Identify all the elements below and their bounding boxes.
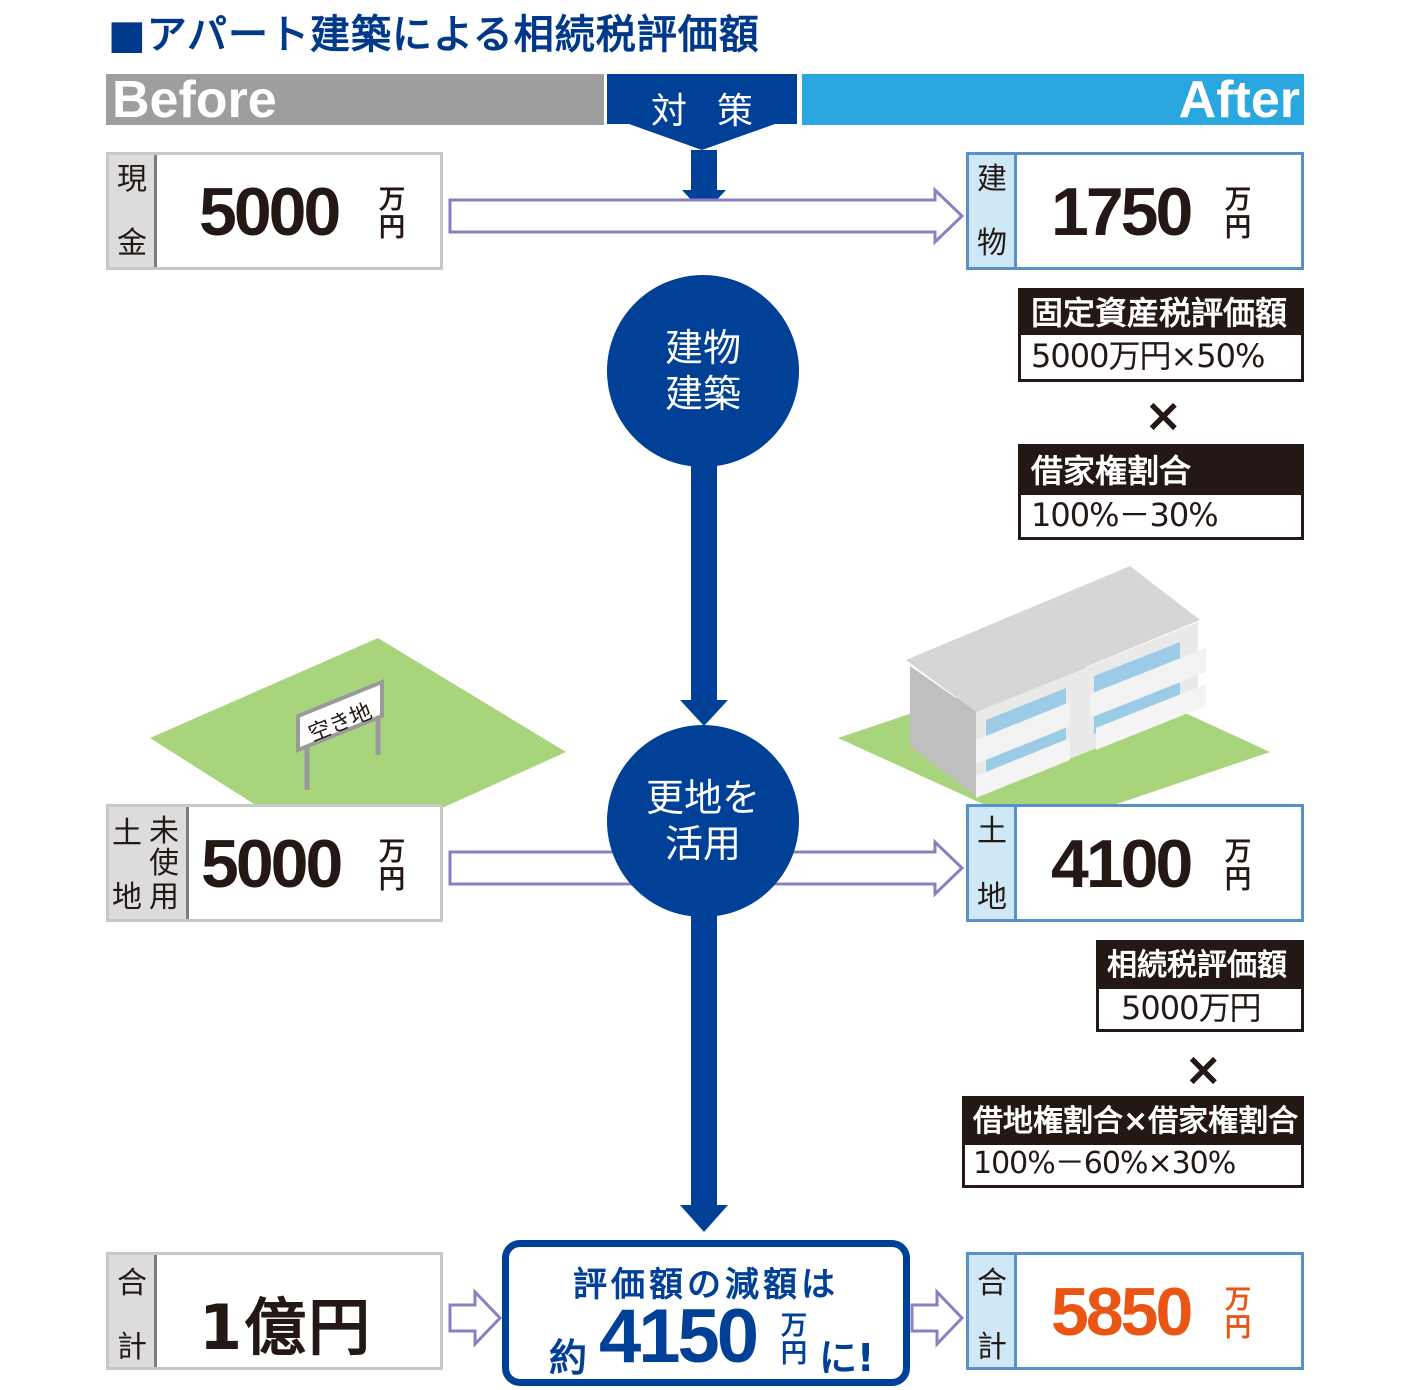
label-char: 土 (977, 814, 1007, 849)
unit-en: 円 (1225, 1313, 1252, 1343)
unit-man: 万 (379, 185, 406, 215)
after-building-label: 建 物 (969, 155, 1017, 267)
formula-header: 相続税評価額 (1099, 943, 1301, 989)
page-title: ■アパート建築による相続税評価額 (108, 12, 760, 58)
unit-en: 円 (379, 213, 406, 243)
label-char: 計 (977, 1330, 1007, 1365)
formula-value: 100%－60%×30% (973, 1146, 1236, 1181)
label-char: 未 (149, 814, 179, 849)
building-formula-2: 借家権割合 100%－30% (1018, 444, 1304, 540)
before-cash-amount: 5000 (199, 174, 341, 250)
formula-value: 5000万円 (1121, 989, 1261, 1027)
land-formula-2: 借地権割合×借家権割合 100%－60%×30% (962, 1096, 1304, 1188)
unit-man: 万 (1225, 837, 1252, 867)
unit-man: 万 (781, 1311, 808, 1341)
main-flow-arrows (680, 150, 728, 1232)
after-total-label: 合 計 (969, 1255, 1017, 1367)
label-char: 現 (117, 162, 147, 197)
label-char: 計 (117, 1330, 147, 1365)
vacant-land-step-circle: 更地を 活用 (607, 725, 799, 917)
before-cash-label: 現 金 (109, 155, 157, 267)
multiply-sign: × (1184, 1042, 1223, 1096)
result-prefix: 約 (549, 1336, 588, 1380)
apartment-building-illustration (906, 566, 1206, 798)
result-amount: 4150 (599, 1294, 759, 1379)
unit-en: 円 (1225, 213, 1252, 243)
build-step-circle: 建物 建築 (607, 275, 799, 467)
transfer-arrows (448, 186, 965, 1348)
after-building-amount: 1750 (1051, 174, 1193, 250)
before-label: Before (112, 71, 277, 129)
before-land-amount: 5000 (201, 826, 343, 902)
before-total-label: 合 計 (109, 1255, 157, 1367)
after-total-amount: 5850 (1051, 1274, 1193, 1350)
label-char: 用 (149, 880, 179, 915)
after-total-box: 合 計 5850 万 円 (966, 1252, 1304, 1370)
label-char: 使 (149, 846, 179, 881)
vacant-step-line2: 活用 (664, 822, 741, 866)
formula-header: 借家権割合 (1021, 447, 1301, 495)
build-step-line2: 建築 (664, 372, 741, 416)
multiply-sign: × (1144, 388, 1183, 442)
countermeasure-tab: 対策 (607, 74, 797, 152)
label-char: 地 (977, 880, 1007, 915)
after-land-label: 土 地 (969, 807, 1017, 919)
unit-en: 円 (781, 1339, 808, 1369)
countermeasure-label: 対策 (650, 91, 783, 132)
after-building-box: 建 物 1750 万 円 (966, 152, 1304, 270)
label-char: 地 (112, 880, 142, 915)
label-char: 土 (112, 816, 142, 851)
before-total-box: 合 計 1億円 (106, 1252, 443, 1370)
formula-header: 固定資産税評価額 (1021, 291, 1301, 335)
unit-en: 円 (1225, 865, 1252, 895)
before-land-box: 土 地 未 使 用 5000 万 円 (106, 804, 443, 922)
reduction-result-box: 評価額の減額は 約 4150 万 円 に! (502, 1240, 910, 1386)
build-step-line1: 建物 (664, 326, 741, 370)
label-char: 金 (117, 226, 147, 261)
unit-man: 万 (1225, 185, 1252, 215)
formula-header: 借地権割合×借家権割合 (965, 1099, 1301, 1145)
unit-man: 万 (379, 837, 406, 867)
label-char: 建 (977, 162, 1007, 197)
formula-value: 100%－30% (1031, 496, 1219, 534)
building-formula-1: 固定資産税評価額 5000万円×50% (1018, 288, 1304, 382)
after-band: After (802, 71, 1304, 129)
unit-en: 円 (379, 865, 406, 895)
before-total-amount: 1億円 (199, 1291, 373, 1364)
after-land-amount: 4100 (1051, 826, 1193, 902)
land-formula-1: 相続税評価額 5000万円 (1096, 940, 1304, 1032)
label-char: 合 (117, 1266, 147, 1301)
before-band: Before (106, 71, 604, 129)
label-char: 物 (977, 226, 1007, 261)
after-label: After (1178, 71, 1300, 129)
after-land-box: 土 地 4100 万 円 (966, 804, 1304, 922)
before-cash-box: 現 金 5000 万 円 (106, 152, 443, 270)
formula-value: 5000万円×50% (1031, 337, 1265, 375)
result-suffix: に! (819, 1336, 875, 1380)
before-land-label: 土 地 未 使 用 (109, 807, 189, 919)
label-char: 合 (977, 1266, 1007, 1301)
vacant-land-illustration (150, 638, 566, 856)
result-line1: 評価額の減額は (573, 1265, 839, 1305)
vacant-step-line1: 更地を (645, 776, 760, 820)
unit-man: 万 (1225, 1285, 1252, 1315)
